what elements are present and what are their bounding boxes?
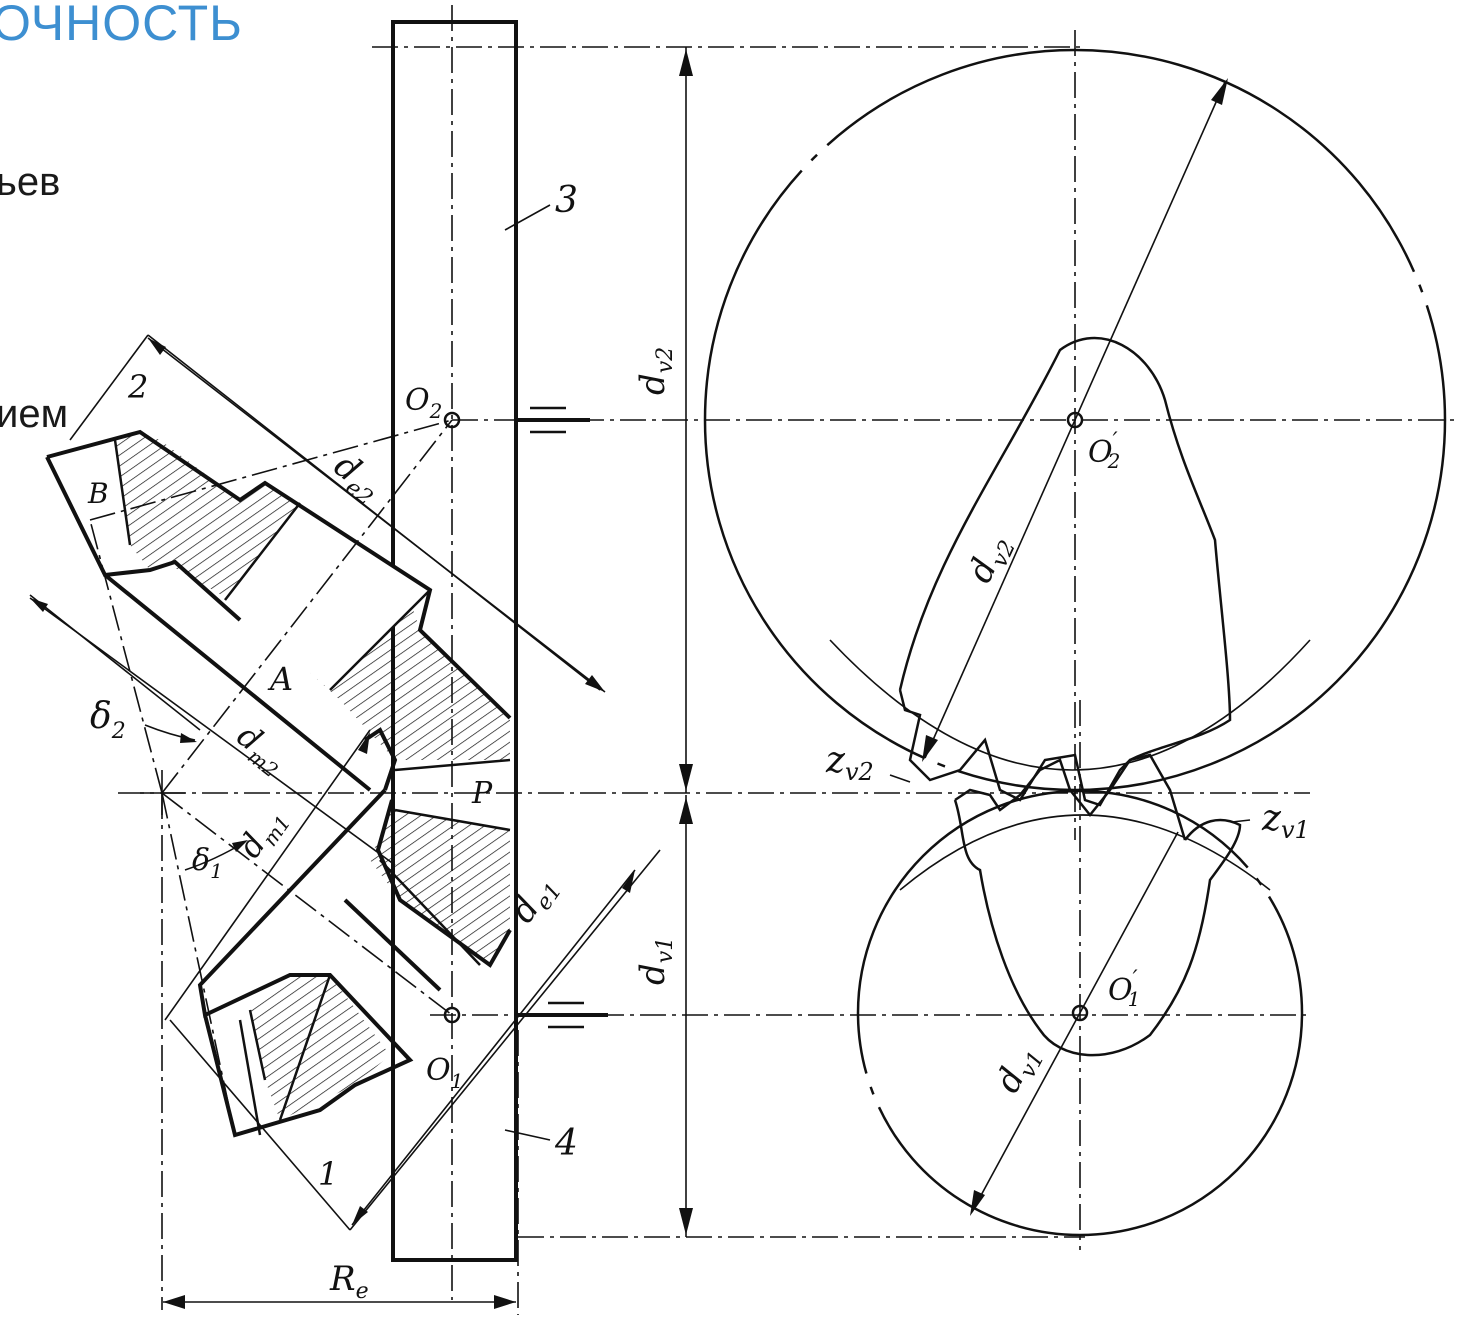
label-A: A: [267, 660, 293, 698]
label-part-3: 3: [555, 180, 578, 221]
label-O1-prime: O′1: [1108, 967, 1140, 1011]
point-O1-prime: [1071, 1004, 1089, 1022]
slide-title: ОЧНОСТЬ: [0, 0, 243, 51]
label-dm2: dm2: [227, 716, 295, 782]
label-de1: de1: [503, 867, 568, 933]
point-O2-prime: [1066, 411, 1084, 429]
label-part-1: 1: [318, 1155, 338, 1193]
label-delta2: δ2: [90, 696, 126, 744]
axis-lines: [118, 30, 1458, 1315]
label-dv2-diagonal: dv2: [960, 528, 1021, 591]
point-O1: [443, 1006, 461, 1024]
support-symbol-upper: [516, 406, 590, 434]
label-O2: O2: [405, 383, 442, 423]
label-O1: O1: [426, 1053, 463, 1093]
label-zv1: zv1: [1261, 798, 1310, 844]
support-symbol-lower: [516, 1001, 608, 1029]
label-delta1: δ1: [192, 843, 223, 883]
label-de2: de2: [323, 446, 389, 512]
label-zv2: zv2: [825, 740, 874, 786]
label-dv1-diagonal: dv1: [988, 1038, 1050, 1102]
slide-body-fragment-2: ием: [0, 392, 69, 436]
label-dv2-vertical: dv2: [633, 347, 678, 395]
bevel-gear-2: [45, 429, 512, 792]
label-O2-prime: O′2: [1088, 429, 1120, 473]
slide-body-fragment-1: ьев: [0, 160, 61, 204]
dimension-dv-vertical: [679, 47, 693, 1237]
label-B: B: [87, 477, 109, 510]
virtual-gear-1: [856, 753, 1304, 1237]
bevel-gear-1: [197, 788, 512, 1138]
label-dm1: dm1: [230, 800, 295, 867]
construction-lines: [29, 334, 661, 1231]
label-Re: Re: [329, 1259, 369, 1304]
label-dv1-vertical: dv1: [633, 937, 678, 985]
label-part-4: 4: [554, 1123, 578, 1164]
dimension-arrows-left: [29, 337, 636, 1309]
label-P: P: [471, 776, 493, 811]
label-part-2: 2: [127, 368, 148, 406]
point-O2: [443, 411, 461, 429]
